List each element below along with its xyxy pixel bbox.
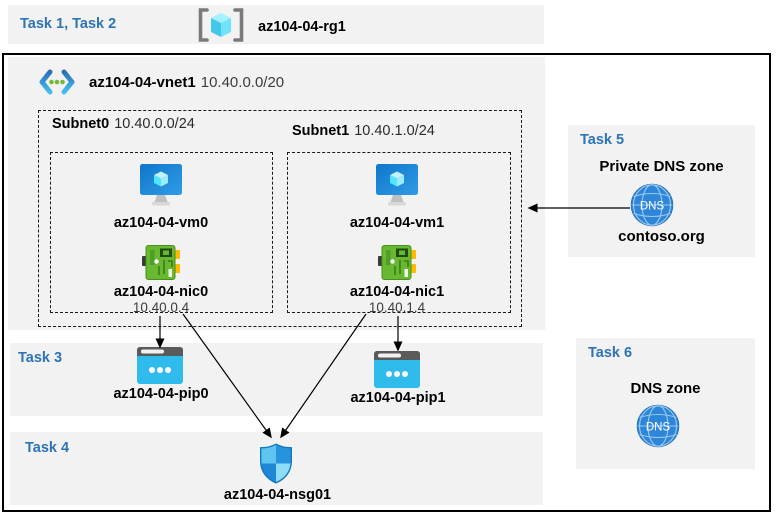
pip1-label: az104-04-pip1: [350, 390, 446, 406]
resource-group-band: Task 1, Task 2: [8, 5, 544, 44]
nic1-icon: [378, 245, 416, 280]
nsg-label: az104-04-nsg01: [223, 487, 332, 503]
private-dns-zone-title: Private DNS zone: [599, 158, 724, 175]
pip0-icon: [137, 347, 183, 384]
subnet1-cidr: 10.40.1.0/24: [354, 123, 435, 139]
task6-label: Task 6: [588, 345, 633, 361]
nic0-ip: 10.40.0.4: [132, 300, 190, 315]
dns-zone-icon-text: DNS: [646, 422, 671, 434]
subnet0-cidr: 10.40.0.0/24: [114, 116, 195, 132]
vm0-icon: [140, 164, 182, 206]
contoso-zone-label: contoso.org: [618, 228, 705, 245]
dns-zone-icon: DNS: [636, 404, 680, 448]
subnet1-box: [287, 152, 511, 313]
vnet-cidr: 10.40.0.0/20: [200, 74, 285, 91]
subnet1-name: Subnet1: [292, 123, 350, 139]
vnet-name: az104-04-vnet1: [89, 74, 196, 91]
task4-label: Task 4: [25, 440, 70, 456]
task3-label: Task 3: [18, 350, 63, 366]
nic1-label: az104-04-nic1: [349, 284, 445, 300]
task-1-2-label: Task 1, Task 2: [20, 16, 117, 32]
pip0-label: az104-04-pip0: [113, 386, 209, 402]
task5-label: Task 5: [580, 132, 625, 148]
private-dns-icon: DNS: [630, 183, 674, 227]
nic0-label: az104-04-nic0: [113, 284, 209, 300]
vnet-area: [8, 57, 545, 330]
vnet-icon: [39, 69, 75, 95]
subnets-group-box: [38, 110, 522, 327]
subnet0-name: Subnet0: [52, 116, 110, 132]
nic0-icon: [142, 245, 180, 280]
vm0-label: az104-04-vm0: [113, 215, 209, 231]
nsg-shield-icon: [260, 443, 292, 484]
pip1-icon: [374, 351, 420, 388]
task6-panel: [576, 338, 755, 469]
task3-band: [10, 343, 543, 416]
resource-group-icon: [198, 8, 244, 42]
private-dns-icon-text: DNS: [640, 201, 665, 213]
vm1-label: az104-04-vm1: [349, 215, 445, 231]
vm1-icon: [376, 164, 418, 206]
nic1-ip: 10.40.1.4: [368, 300, 426, 315]
dns-zone-title: DNS zone: [630, 380, 701, 397]
subnet0-box: [50, 152, 273, 313]
resource-group-name: az104-04-rg1: [258, 19, 346, 35]
